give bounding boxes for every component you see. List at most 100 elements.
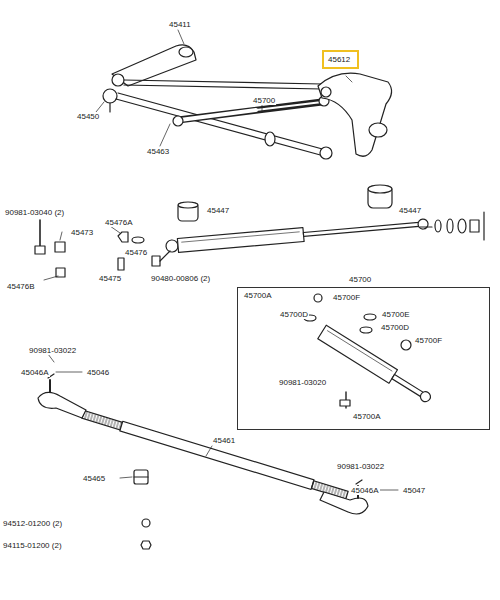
callout-number: 45700E — [381, 310, 411, 319]
leader-lines — [206, 446, 212, 456]
center-rod — [124, 85, 322, 89]
damper-kit — [314, 294, 322, 302]
group-box: 45700 — [237, 287, 490, 430]
mounting-hardware — [160, 251, 170, 261]
callout-number: 45700A — [243, 291, 273, 300]
callout-number: 45476A — [104, 218, 134, 227]
tie-rod-end — [49, 380, 51, 392]
end-hardware — [435, 220, 441, 232]
callout-number: 45700 — [252, 96, 276, 105]
tube-clamp — [141, 541, 151, 549]
relay-rod — [265, 132, 275, 146]
tie-rod-end — [356, 480, 362, 484]
tube-clamp — [120, 470, 151, 549]
leader-lines — [56, 372, 82, 373]
pitman-arm — [321, 87, 331, 97]
mounting-hardware — [132, 237, 144, 243]
relay-rod — [320, 147, 332, 159]
end-hardware — [470, 220, 479, 232]
bushing — [178, 203, 198, 221]
tie-rod-end — [103, 89, 117, 112]
end-hardware — [420, 212, 484, 240]
leader-lines — [48, 354, 398, 490]
callout-number: 45476B — [6, 282, 36, 291]
tie-rod — [82, 411, 123, 430]
damper-kit — [318, 325, 398, 383]
damper-body — [418, 219, 429, 230]
tie-rod-end — [320, 492, 368, 514]
callout-number: 90981-03022 — [28, 346, 77, 355]
leader-lines — [160, 124, 170, 146]
bushing — [368, 185, 392, 193]
mounting-hardware — [60, 232, 62, 240]
tube-clamp — [120, 477, 132, 478]
tie-rod-end — [103, 89, 117, 103]
center-rod — [124, 80, 322, 89]
bushing — [178, 185, 392, 221]
relay-rod — [116, 93, 332, 159]
end-hardware — [458, 219, 466, 233]
end-hardware — [420, 226, 432, 227]
callout-number: 45047 — [402, 486, 426, 495]
mounting-hardware — [110, 226, 120, 233]
callout-number: 45463 — [146, 147, 170, 156]
leader-lines — [96, 102, 104, 112]
mounting-hardware — [35, 246, 45, 254]
idler-arm — [112, 74, 124, 86]
mounting-hardware — [39, 220, 41, 246]
callout-number: 45447 — [398, 206, 422, 215]
callout-number: 45700F — [414, 336, 443, 345]
callout-number: 45700F — [332, 293, 361, 302]
callout-number: 90981-03022 — [336, 462, 385, 471]
mounting-hardware — [35, 220, 170, 280]
bushing — [178, 202, 198, 208]
callout-number: 45046 — [86, 368, 110, 377]
damper-body — [177, 228, 304, 253]
damper-body — [165, 239, 178, 252]
callout-number: 45473 — [70, 228, 94, 237]
mounting-hardware — [118, 232, 128, 242]
damper-body — [165, 217, 428, 254]
relay-rod — [118, 93, 326, 150]
tie-rod — [82, 410, 349, 500]
end-hardware — [483, 212, 484, 240]
callout-number: 45046A — [20, 368, 50, 377]
callout-number: 94512-01200 (2) — [2, 519, 63, 528]
tie-rod-end — [109, 103, 110, 112]
steering-damper — [173, 96, 329, 126]
callout-number: 45700 — [348, 275, 372, 284]
callout-number: 90480-00806 (2) — [150, 274, 211, 283]
leader-lines — [96, 30, 352, 146]
tube-clamp — [134, 476, 148, 477]
end-hardware — [447, 219, 453, 233]
mounting-hardware — [44, 276, 58, 280]
damper-kit — [419, 390, 433, 404]
steering-damper — [178, 102, 322, 120]
damper-kit — [364, 314, 376, 320]
callout-number: 90981-03020 — [278, 378, 327, 387]
leader-lines — [346, 76, 352, 82]
callout-number: 45700D — [279, 310, 309, 319]
callout-number: 45461 — [212, 436, 236, 445]
highlighted-callout: 45612 — [322, 50, 359, 69]
damper-kit — [340, 400, 350, 406]
callout-number: 45700D — [380, 323, 410, 332]
damper-kit — [392, 374, 423, 396]
leader-lines — [178, 30, 184, 44]
pitman-arm — [318, 73, 392, 156]
tube-clamp — [142, 519, 150, 527]
callout-number: 45465 — [82, 474, 106, 483]
pitman-arm — [369, 123, 387, 137]
parts-illustration — [35, 30, 484, 549]
relay-rod — [116, 99, 324, 156]
pitman-arm — [318, 73, 392, 156]
tie-rod-end — [38, 374, 368, 514]
tie-rod-end — [38, 392, 86, 418]
mounting-hardware — [56, 268, 65, 277]
center-rod — [124, 80, 322, 84]
leader-lines — [48, 354, 54, 362]
tie-rod — [120, 421, 314, 489]
